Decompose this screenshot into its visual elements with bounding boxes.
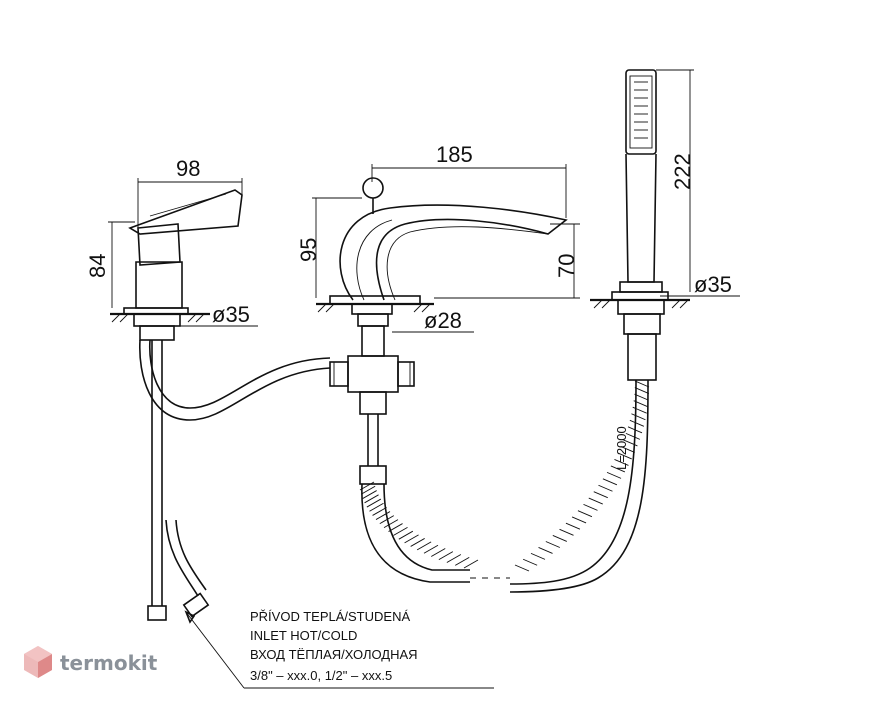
dimension-text: ø35 (694, 272, 732, 297)
inlet-note: PŘÍVOD TEPLÁ/STUDENÁ INLET HOT/COLD ВХОД… (184, 609, 494, 689)
brand-name: termokit (60, 651, 158, 675)
dimension-spout-length: 185 (371, 142, 567, 218)
dimension-text: 84 (85, 254, 110, 278)
dimension-text: ø35 (212, 302, 250, 327)
dimension-text: 185 (436, 142, 473, 167)
dimension-spout-height: 95 (296, 197, 362, 298)
dimension-text: 70 (554, 254, 579, 278)
hand-shower (590, 69, 690, 381)
spout (316, 177, 568, 357)
dimension-spout-outlet: 70 (434, 223, 580, 299)
dimension-text: 222 (670, 153, 695, 190)
dimension-text: L=2000 (614, 426, 629, 470)
dimension-mixer-hole: ø35 (180, 302, 258, 327)
dimension-shower-height: 222 (656, 69, 695, 292)
dimension-shower-hole: ø35 (660, 272, 740, 297)
dimension-mixer-height: 84 (85, 221, 135, 308)
brand-logo: termokit (24, 646, 158, 678)
diverter-block (329, 355, 415, 485)
dimension-text: ø28 (424, 308, 462, 333)
dimension-hose-length: L=2000 (614, 426, 629, 470)
dimension-spout-hole: ø28 (392, 308, 474, 333)
cube-logo-icon (24, 646, 52, 678)
dimension-mixer-width: 98 (137, 156, 243, 230)
dimension-text: 95 (296, 238, 321, 262)
dimension-text: 98 (176, 156, 200, 181)
note-line: ВХОД ТЁПЛАЯ/ХОЛОДНАЯ (250, 647, 418, 662)
spiral-hose (359, 379, 650, 593)
mixer-hoses (138, 339, 331, 621)
note-line: 3/8" – xxx.0, 1/2" – xxx.5 (250, 668, 392, 683)
note-line: INLET HOT/COLD (250, 628, 357, 643)
counter-surface-left (110, 312, 210, 323)
note-line: PŘÍVOD TEPLÁ/STUDENÁ (250, 609, 410, 624)
